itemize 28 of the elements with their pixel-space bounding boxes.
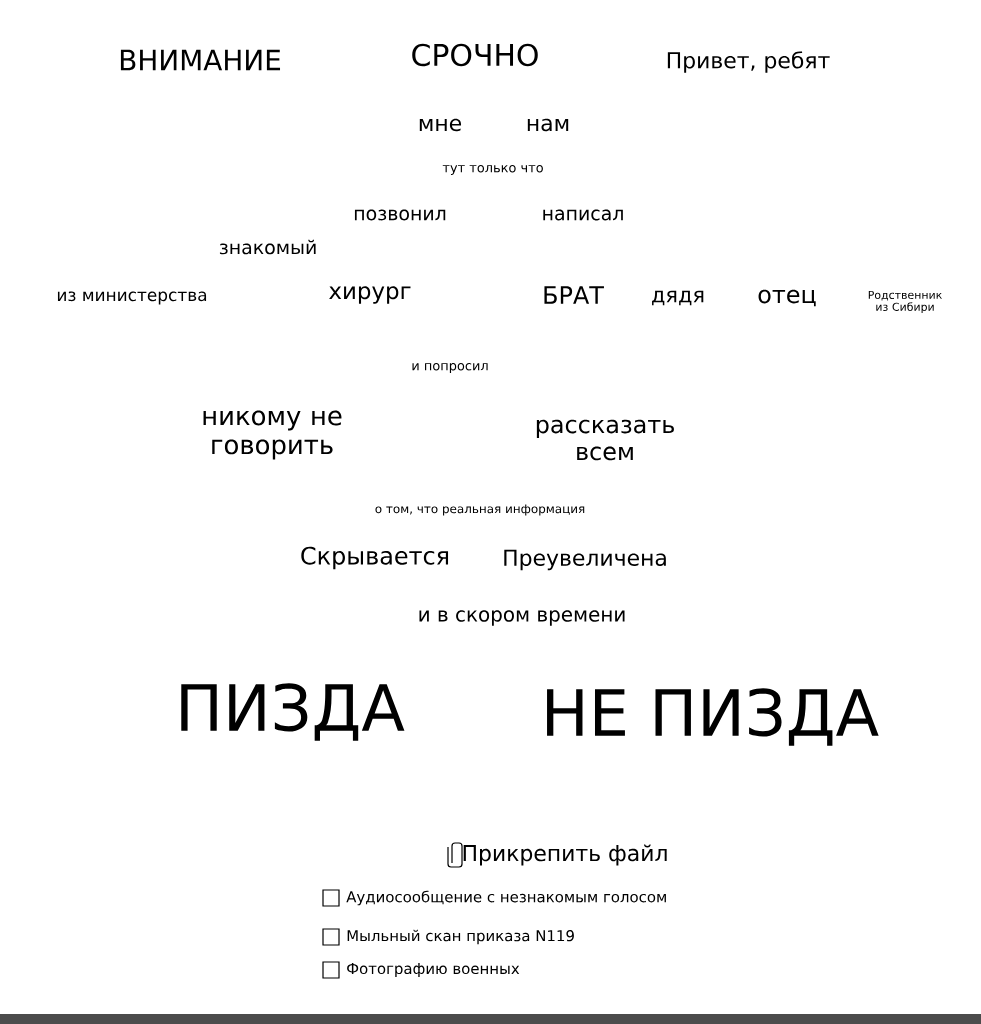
handwritten-text: ВНИМАНИЕ: [120, 49, 280, 71]
handwritten-text: Аудиосообщение с незнакомым голосом: [346, 890, 666, 906]
handwritten-text: Привет, ребят: [667, 51, 830, 73]
handwritten-text: ПИЗДА: [181, 683, 405, 741]
handwritten-text: Фотографию военных: [347, 963, 520, 977]
handwritten-text: СРОЧНО: [412, 43, 538, 67]
handwritten-text: Преувеличена: [504, 549, 666, 571]
handwritten-text: НЕ ПИЗДА: [547, 688, 879, 746]
handwritten-text: нам: [527, 118, 569, 132]
handwritten-text: из министерства: [57, 291, 207, 305]
handwritten-text: позвонил: [354, 209, 446, 221]
handwritten-text: Прикрепить файл: [463, 844, 667, 866]
handwritten-text: никому не говорить: [203, 410, 342, 460]
handwritten-text: мне: [419, 118, 461, 132]
handwritten-text: дядя: [652, 290, 704, 306]
handwritten-text: Скрывается: [301, 546, 449, 570]
handwritten-text: Родственник из Сибири: [868, 290, 942, 314]
handwritten-text: и попросил: [412, 363, 488, 373]
handwritten-text: о том, что реальная информация: [375, 504, 585, 516]
handwritten-text: и в скором времени: [419, 610, 625, 626]
handwritten-text: отец: [758, 289, 816, 307]
handwritten-text: рассказать всем: [536, 419, 674, 461]
handwritten-text: БРАТ: [544, 286, 604, 304]
handwritten-text: Мыльный скан приказа N119: [347, 929, 574, 945]
handwritten-text: хирург: [329, 286, 411, 304]
handwritten-text: написал: [543, 209, 623, 221]
handwritten-text: знакомый: [219, 239, 316, 255]
handwritten-text: тут только что: [442, 165, 543, 175]
